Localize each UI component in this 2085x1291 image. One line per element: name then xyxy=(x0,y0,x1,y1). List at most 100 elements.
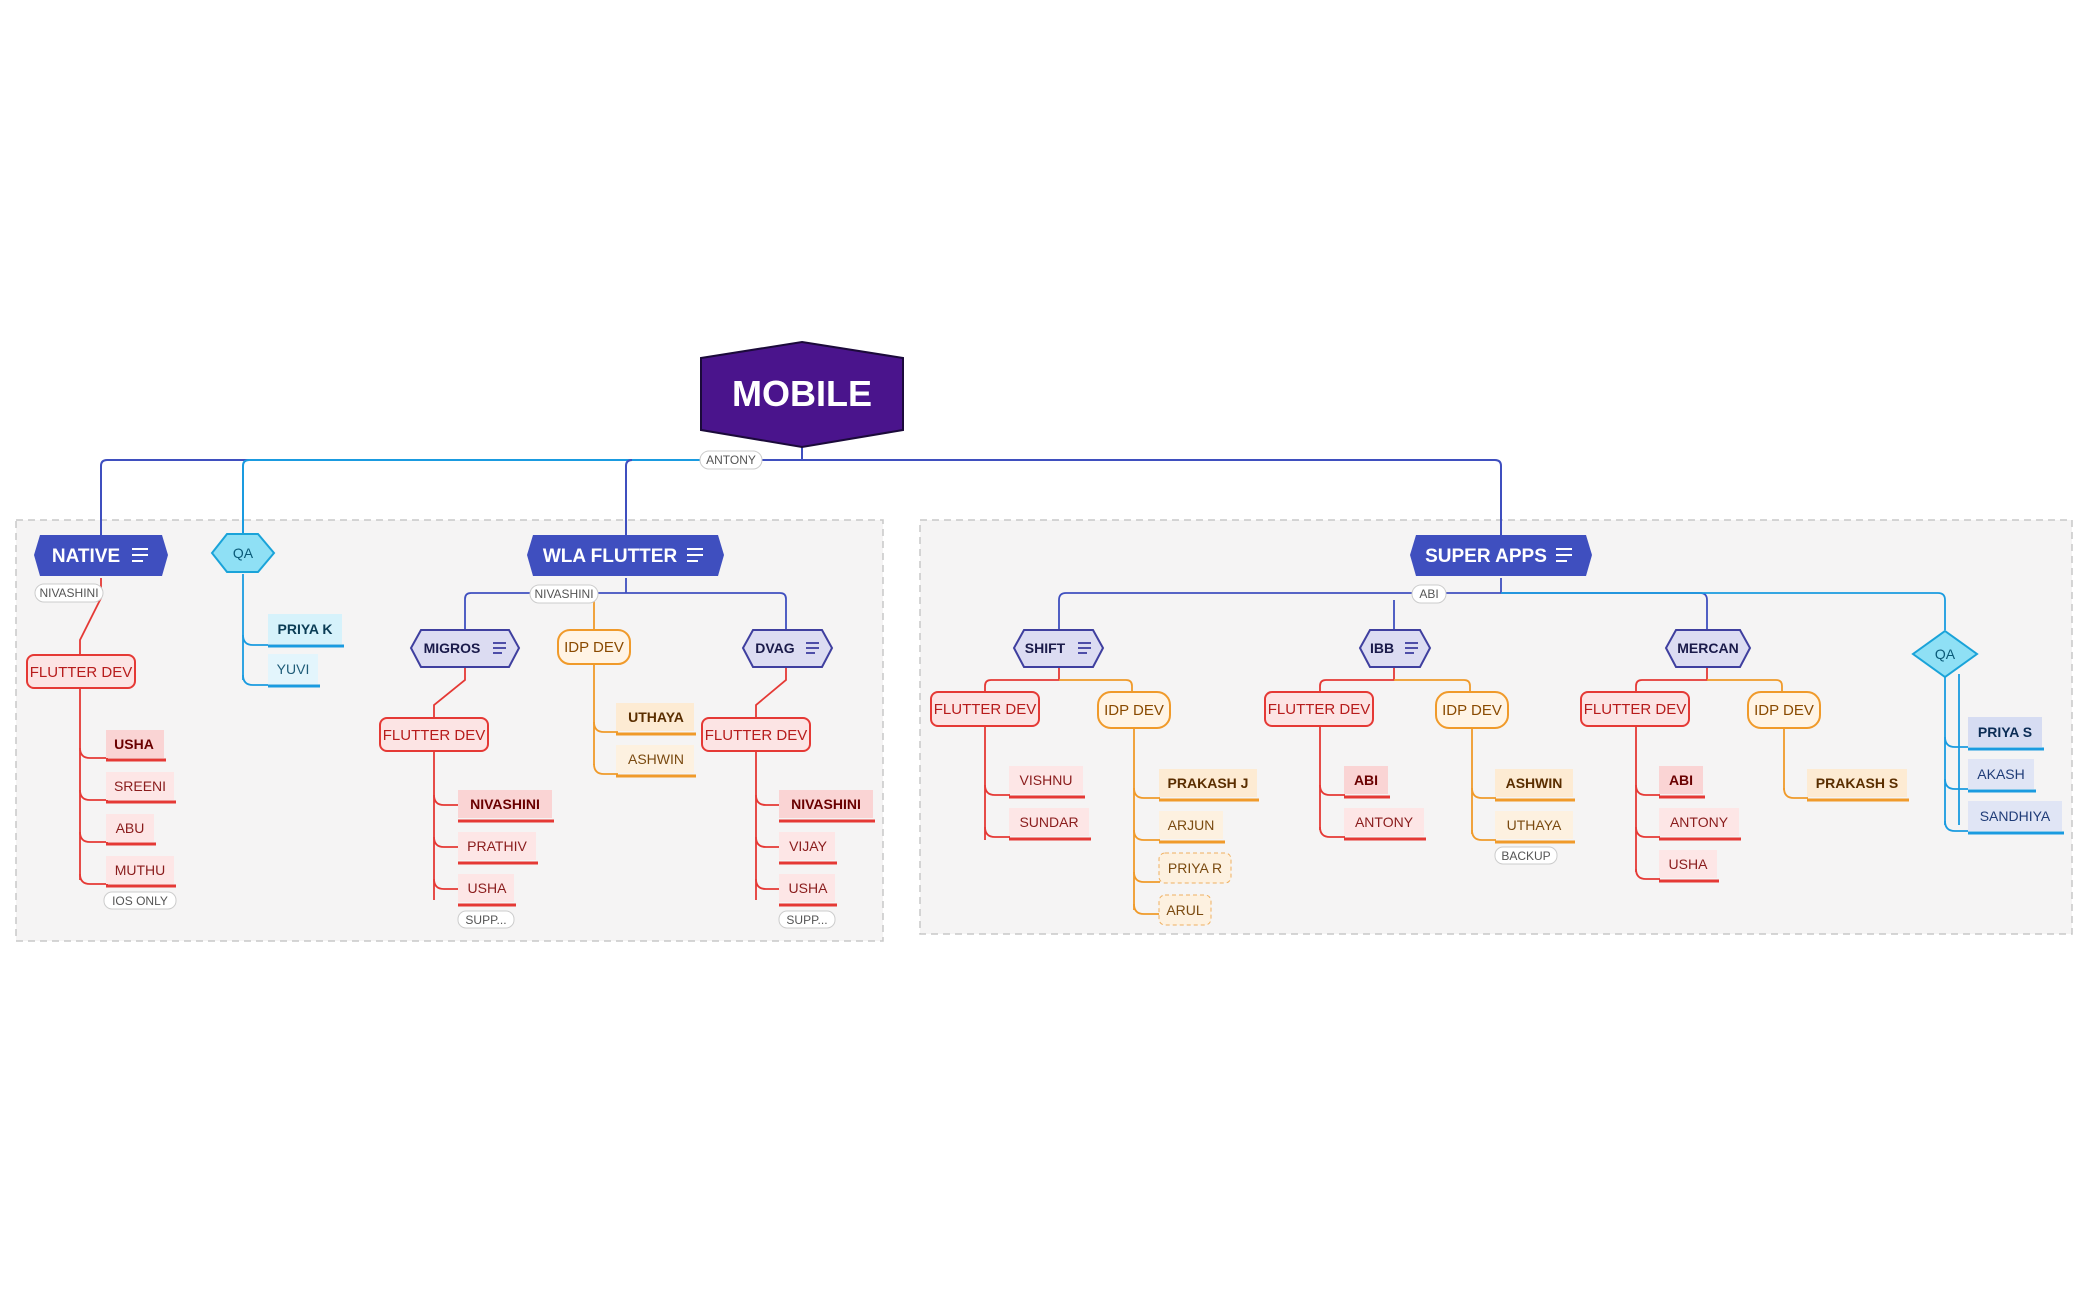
migros-title: MIGROS xyxy=(424,640,481,656)
member-prakash-s[interactable]: PRAKASH S xyxy=(1807,769,1909,802)
member-usha[interactable]: USHA xyxy=(458,874,516,907)
member-label: ABI xyxy=(1669,772,1693,788)
member-abi[interactable]: ABI xyxy=(1659,766,1705,799)
member-label: SREENI xyxy=(114,778,166,794)
member-label: ABU xyxy=(116,820,145,836)
wla-note: NIVASHINI xyxy=(529,584,599,604)
member-sandhiya[interactable]: SANDHIYA xyxy=(1968,801,2064,835)
member-prakash-j[interactable]: PRAKASH J xyxy=(1159,769,1259,802)
mercan-idp-dev[interactable]: IDP DEV xyxy=(1747,691,1821,729)
member-sreeni[interactable]: SREENI xyxy=(106,772,176,804)
qa-right-topic[interactable]: QA xyxy=(1911,629,1979,679)
migros-footnote: SUPP... xyxy=(457,910,515,929)
member-nivashini[interactable]: NIVASHINI xyxy=(779,790,875,823)
member-label: PRAKASH S xyxy=(1816,775,1898,791)
member-sundar[interactable]: SUNDAR xyxy=(1009,808,1091,841)
member-usha[interactable]: USHA xyxy=(106,730,166,762)
member-label: PRATHIV xyxy=(467,838,527,854)
shift-flutter-dev-label: FLUTTER DEV xyxy=(934,701,1037,718)
super-note-text: ABI xyxy=(1419,587,1438,601)
member-akash[interactable]: AKASH xyxy=(1968,759,2036,793)
member-label: YUVI xyxy=(277,661,310,677)
wla-idp-dev-label: IDP DEV xyxy=(564,639,624,656)
migros-subtopic[interactable]: MIGROS xyxy=(409,629,521,668)
mercan-subtopic[interactable]: MERCAN xyxy=(1664,629,1752,668)
member-label: ASHWIN xyxy=(628,751,684,767)
member-label: MUTHU xyxy=(115,862,166,878)
qa-right-member-list: PRIYA S AKASH SANDHIYA xyxy=(1968,717,2064,835)
member-antony[interactable]: ANTONY xyxy=(1659,808,1741,841)
dvag-subtopic[interactable]: DVAG xyxy=(741,629,834,668)
native-title: NATIVE xyxy=(52,546,120,567)
notes-icon xyxy=(687,548,703,562)
member-priya-r[interactable]: PRIYA R xyxy=(1158,852,1232,884)
dvag-flutter-dev-label: FLUTTER DEV xyxy=(705,727,808,744)
native-member-list: USHA SREENI ABU MUTHU xyxy=(106,730,176,888)
member-nivashini[interactable]: NIVASHINI xyxy=(458,790,554,823)
shift-idp-dev-label: IDP DEV xyxy=(1104,702,1164,719)
member-label: USHA xyxy=(114,736,154,752)
member-label: PRIYA S xyxy=(1978,724,2032,740)
wla-topic[interactable]: WLA FLUTTER xyxy=(527,535,724,576)
mercan-flutter-dev[interactable]: FLUTTER DEV xyxy=(1580,691,1690,727)
member-label: PRIYA K xyxy=(278,621,333,637)
member-ashwin[interactable]: ASHWIN xyxy=(616,745,696,778)
member-arul[interactable]: ARUL xyxy=(1158,894,1212,926)
ibb-idp-member-list: ASHWIN UTHAYA xyxy=(1495,769,1575,844)
migros-footnote-text: SUPP... xyxy=(465,913,506,927)
native-flutter-dev[interactable]: FLUTTER DEV xyxy=(26,654,136,689)
ibb-idp-dev[interactable]: IDP DEV xyxy=(1435,691,1509,729)
member-uthaya[interactable]: UTHAYA xyxy=(616,703,696,736)
member-arjun[interactable]: ARJUN xyxy=(1159,811,1225,844)
native-note-text: NIVASHINI xyxy=(39,586,98,600)
mercan-idp-member-list: PRAKASH S xyxy=(1807,769,1909,802)
member-label: PRAKASH J xyxy=(1168,775,1249,791)
member-label: USHA xyxy=(789,880,829,896)
migros-flutter-dev-label: FLUTTER DEV xyxy=(383,727,486,744)
shift-flutter-dev[interactable]: FLUTTER DEV xyxy=(930,691,1040,727)
wla-idp-dev[interactable]: IDP DEV xyxy=(557,629,631,665)
ibb-flutter-dev[interactable]: FLUTTER DEV xyxy=(1264,691,1374,727)
wla-note-text: NIVASHINI xyxy=(534,587,593,601)
ibb-idp-dev-label: IDP DEV xyxy=(1442,702,1502,719)
migros-flutter-dev[interactable]: FLUTTER DEV xyxy=(379,717,489,752)
member-label: ARUL xyxy=(1166,902,1204,918)
shift-idp-dev[interactable]: IDP DEV xyxy=(1097,691,1171,729)
member-label: ARJUN xyxy=(1168,817,1215,833)
member-ashwin[interactable]: ASHWIN xyxy=(1495,769,1575,802)
ibb-subtopic[interactable]: IBB xyxy=(1358,629,1432,668)
member-usha[interactable]: USHA xyxy=(779,874,837,907)
member-abu[interactable]: ABU xyxy=(106,814,156,846)
root-node[interactable]: MOBILE xyxy=(700,340,904,449)
member-antony[interactable]: ANTONY xyxy=(1344,808,1426,841)
dvag-flutter-dev[interactable]: FLUTTER DEV xyxy=(701,717,811,752)
notes-icon xyxy=(1078,642,1091,654)
member-priya-k[interactable]: PRIYA K xyxy=(268,614,344,648)
ibb-footnote-text: BACKUP xyxy=(1501,849,1550,863)
shift-subtopic[interactable]: SHIFT xyxy=(1012,629,1105,668)
member-prathiv[interactable]: PRATHIV xyxy=(458,832,538,865)
native-footnote: IOS ONLY xyxy=(103,891,177,910)
dvag-member-list: NIVASHINI VIJAY USHA xyxy=(779,790,875,907)
super-note: ABI xyxy=(1411,584,1447,604)
member-vijay[interactable]: VIJAY xyxy=(779,832,837,865)
member-label: ANTONY xyxy=(1670,814,1729,830)
super-title: SUPER APPS xyxy=(1425,546,1547,567)
qa-left-topic[interactable]: QA xyxy=(210,533,276,573)
super-topic[interactable]: SUPER APPS xyxy=(1410,535,1592,576)
member-label: ABI xyxy=(1354,772,1378,788)
member-priya-s[interactable]: PRIYA S xyxy=(1968,717,2044,751)
member-usha[interactable]: USHA xyxy=(1659,850,1719,883)
native-topic[interactable]: NATIVE xyxy=(34,535,168,576)
member-label: NIVASHINI xyxy=(791,796,861,812)
mercan-idp-dev-label: IDP DEV xyxy=(1754,702,1814,719)
member-muthu[interactable]: MUTHU xyxy=(106,856,176,888)
native-footnote-text: IOS ONLY xyxy=(112,894,168,908)
member-vishnu[interactable]: VISHNU xyxy=(1009,766,1085,799)
member-label: AKASH xyxy=(1977,766,2024,782)
migros-member-list: NIVASHINI PRATHIV USHA xyxy=(458,790,554,907)
member-yuvi[interactable]: YUVI xyxy=(268,654,320,688)
member-uthaya[interactable]: UTHAYA xyxy=(1495,811,1575,844)
member-abi[interactable]: ABI xyxy=(1344,766,1390,799)
member-label: UTHAYA xyxy=(1507,817,1562,833)
